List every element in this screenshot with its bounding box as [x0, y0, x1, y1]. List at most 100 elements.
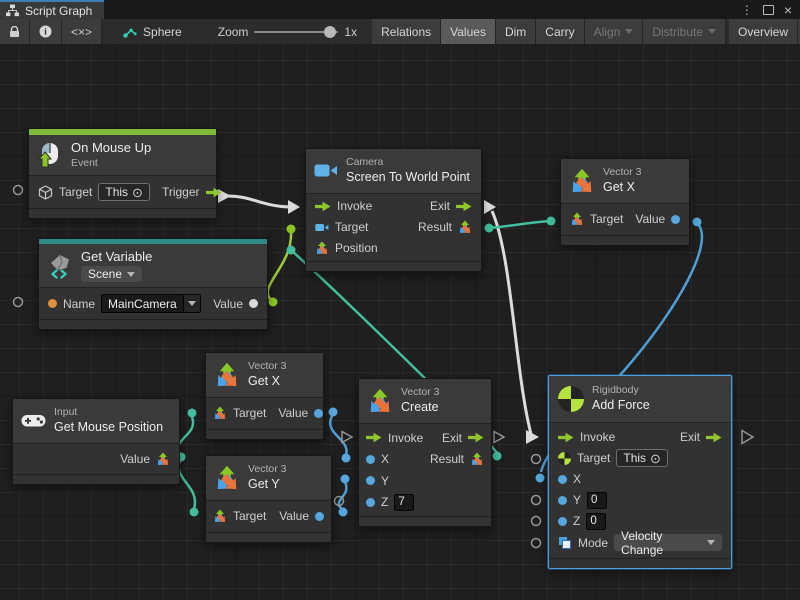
vector3-icon[interactable]: [458, 220, 472, 234]
vector3-icon[interactable]: [470, 452, 484, 466]
wire-start-triangle[interactable]: [484, 200, 496, 214]
value-port[interactable]: [249, 299, 258, 308]
gameobject-cube-icon: [38, 185, 53, 200]
wire-endpoint[interactable]: [342, 454, 351, 463]
port-circle-empty[interactable]: [532, 517, 541, 526]
node-footer: [549, 558, 731, 568]
mode-port-label: Mode: [578, 536, 608, 550]
node-vector3-get-x-mid[interactable]: Vector 3 Get X Target Value: [205, 352, 324, 440]
wire-endpoint[interactable]: [287, 246, 296, 255]
vector3-icon: [214, 362, 240, 388]
vector3-icon[interactable]: [156, 452, 170, 466]
node-on-mouse-up[interactable]: On Mouse Up Event Target This ⊙ Trigger: [28, 128, 217, 219]
wire-mousepos-to-getx[interactable]: [178, 417, 193, 456]
rigidbody-mini-icon: [558, 452, 571, 465]
wire-endpoint[interactable]: [485, 224, 494, 233]
flow-arrow-icon[interactable]: [456, 201, 472, 212]
x-port[interactable]: [366, 455, 375, 464]
value-port[interactable]: [315, 512, 324, 521]
x-port[interactable]: [558, 475, 567, 484]
node-category: Vector 3: [401, 386, 440, 399]
wire-endpoint[interactable]: [536, 474, 545, 483]
exit-port-label: Exit: [442, 431, 462, 445]
rigidbody-icon: [558, 386, 584, 412]
port-circle-empty[interactable]: [532, 496, 541, 505]
port-circle-empty[interactable]: [532, 455, 541, 464]
z-port[interactable]: [558, 517, 567, 526]
node-footer: [39, 319, 267, 329]
wire-endpoint[interactable]: [287, 225, 296, 234]
wire-endpoint[interactable]: [188, 409, 197, 418]
vector3-icon[interactable]: [570, 212, 584, 226]
result-port-label: Result: [430, 452, 464, 466]
invoke-port-label: Invoke: [337, 199, 372, 213]
value-port-label: Value: [278, 406, 308, 420]
node-vector3-get-y[interactable]: Vector 3 Get Y Target Value: [205, 455, 332, 543]
node-get-variable[interactable]: Get Variable Scene Name MainCamera Value: [38, 238, 268, 330]
vector3-icon[interactable]: [213, 509, 227, 523]
wire-endpoint[interactable]: [341, 475, 350, 484]
vector3-icon[interactable]: [213, 406, 227, 420]
port-circle-empty[interactable]: [14, 298, 23, 307]
wire-endpoint[interactable]: [339, 508, 348, 517]
wire-variable-to-target[interactable]: [268, 231, 291, 302]
variable-scope-dropdown[interactable]: Scene: [81, 266, 142, 282]
wire-endpoint[interactable]: [329, 408, 338, 417]
flow-arrow-icon[interactable]: [206, 187, 222, 198]
this-target-pill[interactable]: This ⊙: [98, 183, 150, 201]
node-add-force[interactable]: Rigidbody Add Force Invoke Exit Target T…: [548, 375, 732, 569]
force-mode-dropdown[interactable]: Velocity Change: [614, 534, 722, 551]
y-port[interactable]: [366, 476, 375, 485]
node-screen-to-world-point[interactable]: Camera Screen To World Point Invoke Exit…: [305, 148, 482, 272]
node-header: Get Variable Scene: [39, 244, 267, 288]
wire-endpoint[interactable]: [547, 217, 556, 226]
this-target-pill[interactable]: This ⊙: [616, 449, 668, 467]
wire-mousepos-to-gety[interactable]: [179, 458, 195, 509]
target-port-label: Target: [577, 451, 610, 465]
y-port-label: Y: [573, 493, 581, 507]
port-triangle-empty[interactable]: [742, 431, 753, 444]
node-header: Camera Screen To World Point: [306, 149, 481, 194]
wire-trigger-to-invoke[interactable]: [228, 196, 291, 207]
self-target-icon: ⊙: [650, 452, 661, 465]
wire-getx-to-create-x[interactable]: [330, 414, 346, 455]
variable-name-dropdown[interactable]: MainCamera: [101, 294, 201, 313]
position-port-label: Position: [335, 241, 378, 255]
wire-endpoint[interactable]: [190, 508, 199, 517]
port-circle-empty[interactable]: [532, 539, 541, 548]
port-triangle-empty[interactable]: [494, 432, 504, 443]
vector3-icon[interactable]: [315, 241, 329, 255]
wire-exit-to-addforce-invoke[interactable]: [492, 211, 531, 434]
node-get-mouse-position[interactable]: Input Get Mouse Position Value: [12, 398, 180, 485]
port-triangle-empty[interactable]: [342, 432, 352, 443]
node-vector3-create[interactable]: Vector 3 Create Invoke Exit X Result Y Z: [358, 378, 492, 527]
node-title: Get X: [248, 374, 287, 390]
trigger-port-label: Trigger: [162, 185, 200, 199]
port-circle-empty[interactable]: [14, 186, 23, 195]
flow-arrow-icon[interactable]: [468, 432, 484, 443]
flow-arrow-icon[interactable]: [315, 201, 331, 212]
target-port-label: Target: [335, 220, 368, 234]
name-port[interactable]: [48, 299, 57, 308]
flow-arrow-icon[interactable]: [366, 432, 382, 443]
node-title: Get Y: [248, 477, 287, 493]
wire-endpoint[interactable]: [269, 298, 278, 307]
wire-endpoint[interactable]: [693, 218, 702, 227]
x-port-label: X: [573, 472, 581, 486]
node-category: Camera: [346, 156, 470, 169]
target-port-label: Target: [59, 185, 92, 199]
value-port[interactable]: [671, 215, 680, 224]
y-value-input[interactable]: [587, 492, 607, 509]
chevron-down-icon: [127, 272, 135, 277]
z-value-input[interactable]: [586, 513, 606, 530]
node-header: Rigidbody Add Force: [549, 376, 731, 423]
node-vector3-get-x-right[interactable]: Vector 3 Get X Target Value: [560, 158, 690, 246]
value-port[interactable]: [314, 409, 323, 418]
y-port[interactable]: [558, 496, 567, 505]
flow-arrow-icon[interactable]: [558, 432, 574, 443]
z-port[interactable]: [366, 498, 375, 507]
z-value-input[interactable]: [394, 494, 414, 511]
invoke-port-label: Invoke: [388, 431, 423, 445]
flow-arrow-icon[interactable]: [706, 432, 722, 443]
wire-endpoint[interactable]: [493, 452, 502, 461]
